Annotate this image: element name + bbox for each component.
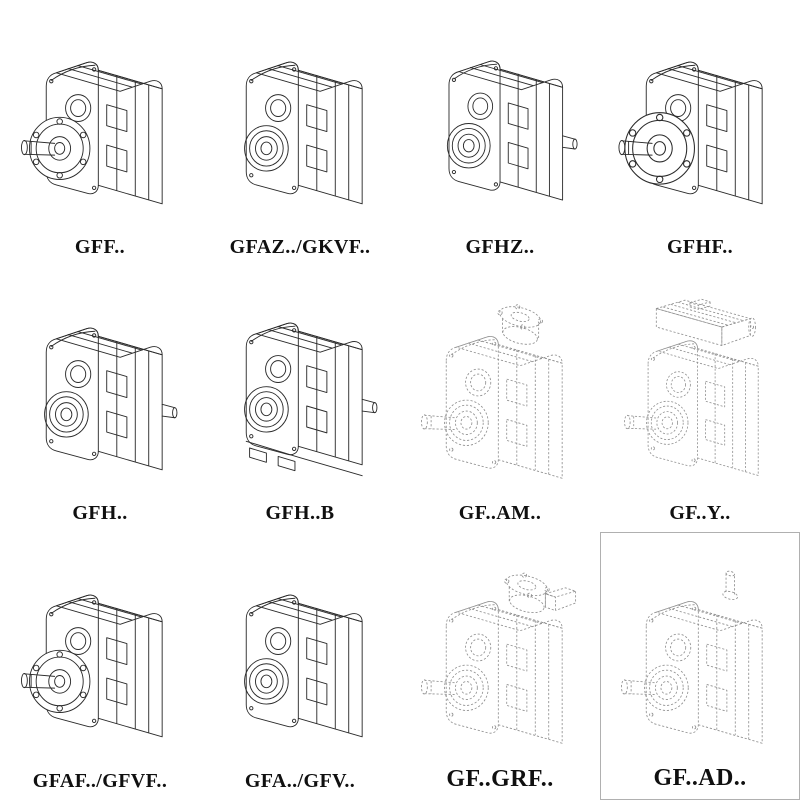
model-label: GF..AD.. (653, 764, 747, 791)
model-label: GFHF.. (666, 236, 734, 258)
model-label: GFHZ.. (465, 236, 535, 258)
catalog-cell-gfhb: GFH..B (200, 266, 400, 532)
grf-adapter-block (503, 570, 577, 617)
gearbox-hollow-shaft-icon (244, 61, 363, 205)
gearbox-drawing-adapter-grf (402, 536, 598, 764)
gearbox-shaft-mounted-with-base-icon (244, 322, 378, 477)
gearbox-flange-output-shaft-icon (20, 594, 163, 738)
mounting-feet (245, 440, 363, 477)
catalog-cell-gfaz-gkvf: GFAZ../GKVF.. (200, 0, 400, 266)
gearbox-drawing-motor-mounted (602, 270, 798, 500)
gearbox-large-flange-output-shaft-icon (618, 61, 763, 205)
gearbox-iec-motor-adapter-icon (421, 302, 563, 479)
model-label: GFH..B (265, 502, 335, 524)
gearbox-adapter-flange-icon (421, 570, 577, 744)
catalog-cell-gfh: GFH.. (0, 266, 200, 532)
gearbox-drawing-hollow-shaft (402, 4, 598, 234)
model-label: GFA../GFV.. (244, 770, 356, 792)
gearbox-drawing-input-adapter (603, 537, 797, 763)
catalog-cell-gfy: GF..Y.. (600, 266, 800, 532)
iec-adapter-flange (497, 302, 544, 348)
model-label: GF..Y.. (669, 502, 731, 524)
catalog-cell-gfhz: GFHZ.. (400, 0, 600, 266)
catalog-cell-gff: GFF.. (0, 0, 200, 266)
catalog-cell-gfa-gfv: GFA../GFV.. (200, 532, 400, 800)
gearbox-drawing-flange-shaft (2, 536, 198, 768)
gearbox-shaft-mounted-icon (44, 327, 178, 471)
model-label: GFH.. (72, 502, 128, 524)
gearbox-drawing-shaft-mounted (2, 270, 198, 500)
gearbox-drawing-flange-shaft-front (602, 4, 798, 234)
model-label: GFF.. (74, 236, 126, 258)
gearbox-drawing-hollow-shaft (202, 536, 398, 768)
catalog-cell-gfhf: GFHF.. (600, 0, 800, 266)
gearbox-drawing-shaft-mounted-base (202, 270, 398, 500)
gearbox-hollow-shaft-icon (446, 60, 578, 201)
input-shaft-stub (722, 570, 739, 600)
catalog-cell-gfam: GF..AM.. (400, 266, 600, 532)
gearbox-drawing-flange-shaft (2, 4, 198, 234)
gearbox-drawing-iec-adapter (402, 270, 598, 500)
model-label: GFAZ../GKVF.. (229, 236, 371, 258)
catalog-cell-gfaf-gfvf: GFAF../GFVF.. (0, 532, 200, 800)
model-label: GFAF../GFVF.. (32, 770, 168, 792)
gearbox-flange-output-shaft-icon (20, 61, 163, 205)
gearbox-integral-motor-icon (624, 298, 759, 476)
gearbox-hollow-shaft-icon (244, 594, 363, 738)
model-label: GF..GRF.. (446, 765, 554, 792)
catalog-cell-gfad: GF..AD.. (600, 532, 800, 800)
gearbox-input-shaft-adapter-icon (621, 570, 763, 744)
gearbox-drawing-hollow-shaft (202, 4, 398, 234)
catalog-cell-gfgrf: GF..GRF.. (400, 532, 600, 800)
motor-block (655, 298, 756, 346)
model-label: GF..AM.. (458, 502, 542, 524)
